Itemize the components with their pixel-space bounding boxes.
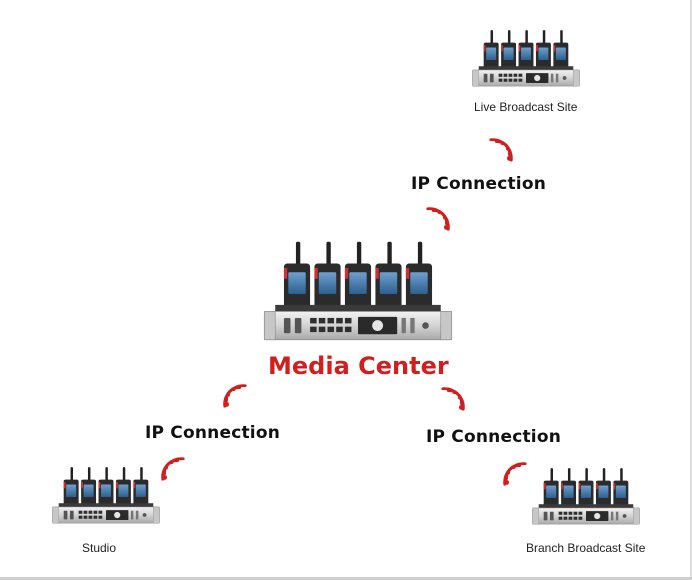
radio-dock-station-icon: [260, 238, 456, 350]
live-broadcast-site-node: [470, 28, 582, 92]
live-broadcast-site-label: Live Broadcast Site: [474, 100, 578, 114]
studio-node: [50, 465, 162, 529]
frame-border-right: [690, 0, 692, 580]
media-center-node: [260, 238, 456, 350]
wifi-signal-icon: [220, 382, 250, 410]
ip-connection-label-left: IP Connection: [145, 423, 281, 443]
frame-border-bottom: [0, 577, 692, 580]
wifi-signal-icon: [500, 460, 530, 488]
wifi-signal-icon: [438, 385, 468, 413]
branch-broadcast-site-label: Branch Broadcast Site: [526, 541, 646, 555]
studio-label: Studio: [82, 541, 117, 555]
wifi-signal-icon: [158, 455, 188, 483]
radio-dock-station-icon: [50, 465, 162, 529]
radio-dock-station-icon: [530, 466, 642, 530]
radio-dock-station-icon: [470, 28, 582, 92]
branch-broadcast-site-node: [530, 466, 642, 530]
media-center-title: Media Center: [268, 352, 449, 380]
wifi-signal-icon: [486, 136, 516, 164]
ip-connection-label-right: IP Connection: [426, 427, 562, 447]
wifi-signal-icon: [423, 205, 453, 233]
ip-connection-label-top: IP Connection: [411, 174, 547, 194]
